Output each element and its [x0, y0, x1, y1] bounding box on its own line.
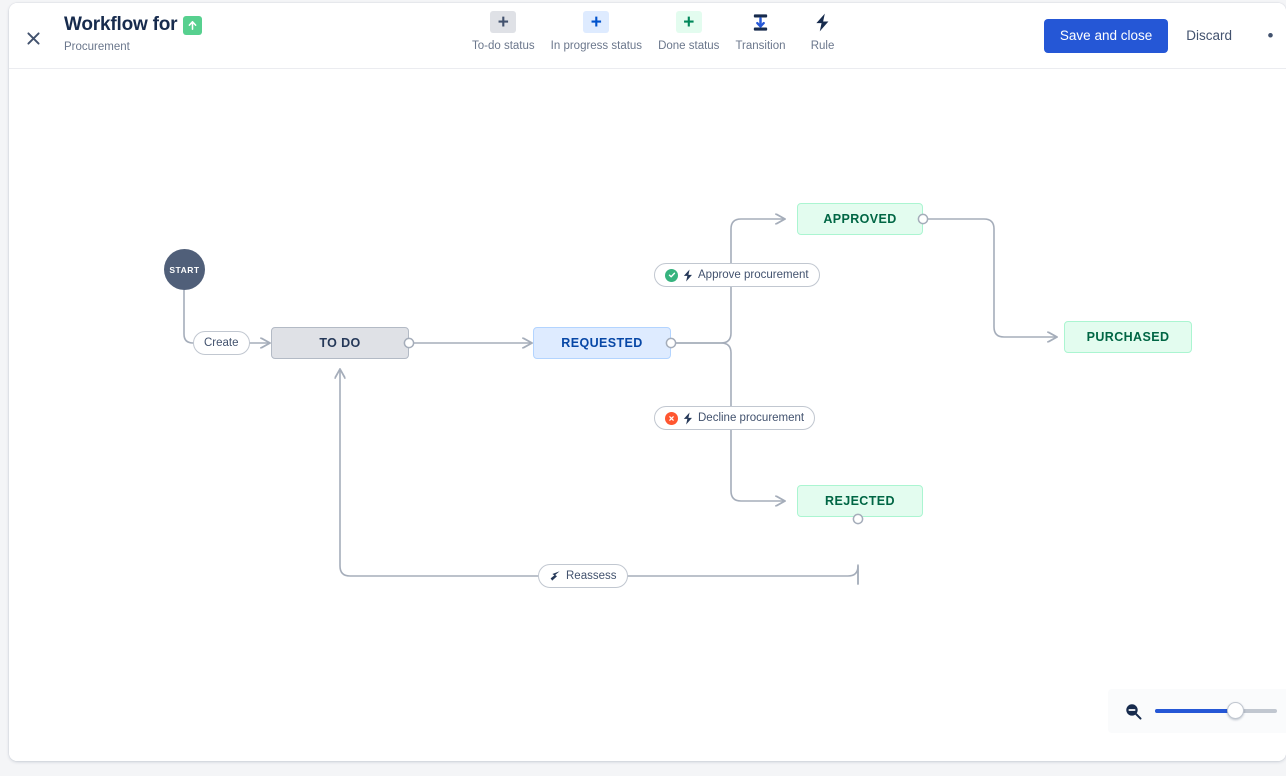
add-transition-button[interactable]: Transition	[727, 11, 793, 53]
rule-lightning-icon	[810, 11, 836, 33]
close-button[interactable]	[18, 23, 48, 53]
plus-icon: +	[490, 11, 517, 33]
status-node-to-do[interactable]: TO DO	[271, 327, 409, 359]
editor-header: Workflow for Procurement + To-do status …	[9, 3, 1286, 69]
page-title: Workflow for	[64, 14, 178, 35]
edge-reassess-loop-visible	[340, 369, 859, 585]
more-options-button[interactable]: •	[1258, 21, 1284, 51]
start-label: START	[169, 264, 200, 275]
check-circle-green-icon	[665, 268, 678, 282]
transition-decline-procurement[interactable]: Decline procurement	[654, 406, 816, 430]
transition-label: Create	[204, 337, 239, 349]
zoom-slider-fill	[1155, 709, 1236, 713]
toolbar-label: Done status	[658, 40, 720, 52]
save-and-close-button[interactable]: Save and close	[1043, 19, 1169, 53]
toolbar-label: Transition	[735, 40, 786, 52]
transition-reassess[interactable]: Reassess	[538, 564, 628, 588]
workflow-editor-window: Workflow for Procurement + To-do status …	[9, 3, 1286, 761]
priority-highest-icon	[183, 15, 203, 35]
discard-button[interactable]: Discard	[1172, 19, 1246, 53]
editor-toolbar: + To-do status + In progress status + Do…	[464, 11, 852, 53]
header-actions: Save and close Discard •	[1043, 19, 1276, 53]
add-rule-button[interactable]: Rule	[794, 11, 852, 53]
title-block: Workflow for Procurement	[64, 13, 203, 54]
toolbar-label: Rule	[810, 40, 835, 52]
edge-approved-to-purchased	[925, 218, 1057, 337]
toolbar-label: To-do status	[472, 40, 535, 52]
status-label: PURCHASED	[1086, 330, 1170, 344]
status-node-purchased[interactable]: PURCHASED	[1064, 321, 1192, 353]
status-label: APPROVED	[823, 212, 897, 226]
zoom-slider[interactable]	[1155, 702, 1277, 719]
status-node-requested[interactable]: REQUESTED	[533, 327, 671, 359]
transition-label: Approve procurement	[698, 269, 809, 281]
zoom-slider-thumb[interactable]	[1227, 702, 1245, 719]
close-icon	[26, 31, 40, 45]
zoom-control[interactable]	[1108, 689, 1286, 733]
workflow-canvas[interactable]: START Create Approve procurement	[9, 69, 1286, 761]
status-label: TO DO	[319, 336, 361, 350]
transition-label: Reassess	[566, 570, 617, 582]
add-done-status-button[interactable]: + Done status	[650, 11, 727, 53]
workflow-edges	[183, 69, 1286, 585]
rule-lightning-icon	[683, 269, 693, 282]
transition-create[interactable]: Create	[193, 331, 250, 355]
status-label: REJECTED	[825, 494, 895, 508]
plus-icon: +	[583, 11, 610, 33]
start-node[interactable]: START	[164, 249, 205, 290]
page-subtitle: Procurement	[64, 41, 130, 53]
status-node-rejected[interactable]: REJECTED	[797, 485, 923, 517]
add-todo-status-button[interactable]: + To-do status	[464, 11, 543, 53]
toolbar-label: In progress status	[550, 40, 643, 52]
plus-icon: +	[675, 11, 702, 33]
status-label: REQUESTED	[561, 336, 643, 350]
add-in-progress-status-button[interactable]: + In progress status	[543, 11, 650, 53]
edge-start-to-create	[183, 289, 196, 344]
more-dots-icon: •	[1267, 26, 1275, 45]
rule-lightning-icon	[683, 412, 693, 425]
status-node-approved[interactable]: APPROVED	[797, 203, 923, 235]
transition-icon	[747, 11, 773, 33]
close-circle-red-icon	[665, 411, 678, 425]
all-statuses-icon	[549, 570, 561, 582]
zoom-out-icon[interactable]	[1124, 702, 1143, 721]
transition-label: Decline procurement	[698, 412, 805, 424]
transition-approve-procurement[interactable]: Approve procurement	[654, 263, 820, 287]
